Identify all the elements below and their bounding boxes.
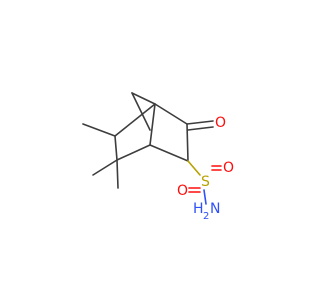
bond-c6-bhleft — [116, 144, 151, 161]
bond-c6-methyl-a — [92, 159, 118, 176]
bond-bh-right-c5 — [114, 103, 156, 137]
bond-c2-sulfur — [187, 160, 201, 176]
atom-amide-nitrogen: N — [210, 201, 220, 217]
atom-sulfonyl-oxygen-left: O — [177, 183, 188, 199]
ketone-group: O — [186, 115, 226, 131]
atom-sulfur: S — [201, 174, 210, 190]
bond-c6-methyl-b — [116, 159, 119, 189]
bond-bridge-left — [131, 92, 151, 131]
bond-c5-c6 — [114, 135, 118, 161]
atom-sulfonyl-oxygen-right: O — [223, 160, 234, 176]
bond-c5-methyl — [82, 123, 116, 137]
bond-s-n — [203, 189, 207, 205]
carbon-skeleton — [82, 92, 189, 189]
atom-amide-hydrogen: H — [193, 201, 204, 217]
bond-bridgehead-link — [149, 103, 156, 146]
atom-ketone-oxygen: O — [215, 115, 226, 131]
sulfonamide-group: S O O H 2 N — [177, 160, 234, 222]
bond-carbonyl-double-a — [186, 120, 214, 125]
bond-bridge-right — [131, 92, 156, 105]
bond-c2-bhleft — [149, 144, 189, 162]
atom-amide-hydrogen-count: 2 — [203, 211, 209, 222]
bond-carbonyl-c2 — [186, 123, 189, 162]
molecule-structure: O S O O H 2 N — [82, 92, 234, 222]
bond-bh-right-carbonyl — [154, 103, 188, 125]
bond-carbonyl-double-b — [187, 126, 214, 131]
